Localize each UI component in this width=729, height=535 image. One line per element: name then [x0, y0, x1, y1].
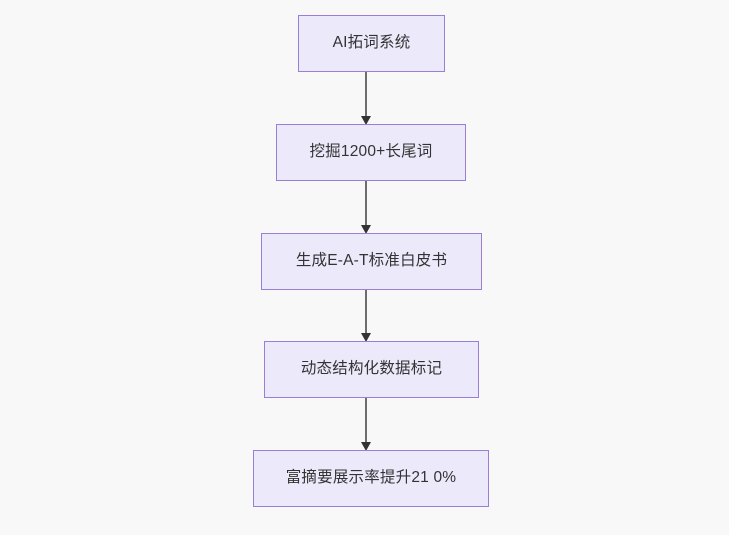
node-label: AI拓词系统 — [332, 34, 411, 52]
edge-n2-n3 — [361, 181, 371, 234]
node-label: 挖掘1200+长尾词 — [309, 143, 433, 161]
edge-n1-n2 — [361, 72, 371, 125]
flowchart-node-generate-eat-whitepaper[interactable]: 生成E-A-T标准白皮书 — [261, 233, 482, 290]
node-label: 动态结构化数据标记 — [300, 360, 443, 378]
node-label: 生成E-A-T标准白皮书 — [295, 252, 448, 270]
flowchart-node-mine-longtail-keywords[interactable]: 挖掘1200+长尾词 — [276, 124, 466, 181]
edge-n3-n4 — [361, 290, 371, 342]
flowchart-node-ai-keyword-system[interactable]: AI拓词系统 — [298, 15, 445, 72]
edge-n4-n5 — [361, 398, 371, 451]
flowchart-node-dynamic-structured-data-markup[interactable]: 动态结构化数据标记 — [264, 341, 479, 398]
flowchart-node-rich-snippet-rate-increase[interactable]: 富摘要展示率提升21 0% — [253, 450, 489, 507]
node-label: 富摘要展示率提升21 0% — [285, 469, 457, 487]
